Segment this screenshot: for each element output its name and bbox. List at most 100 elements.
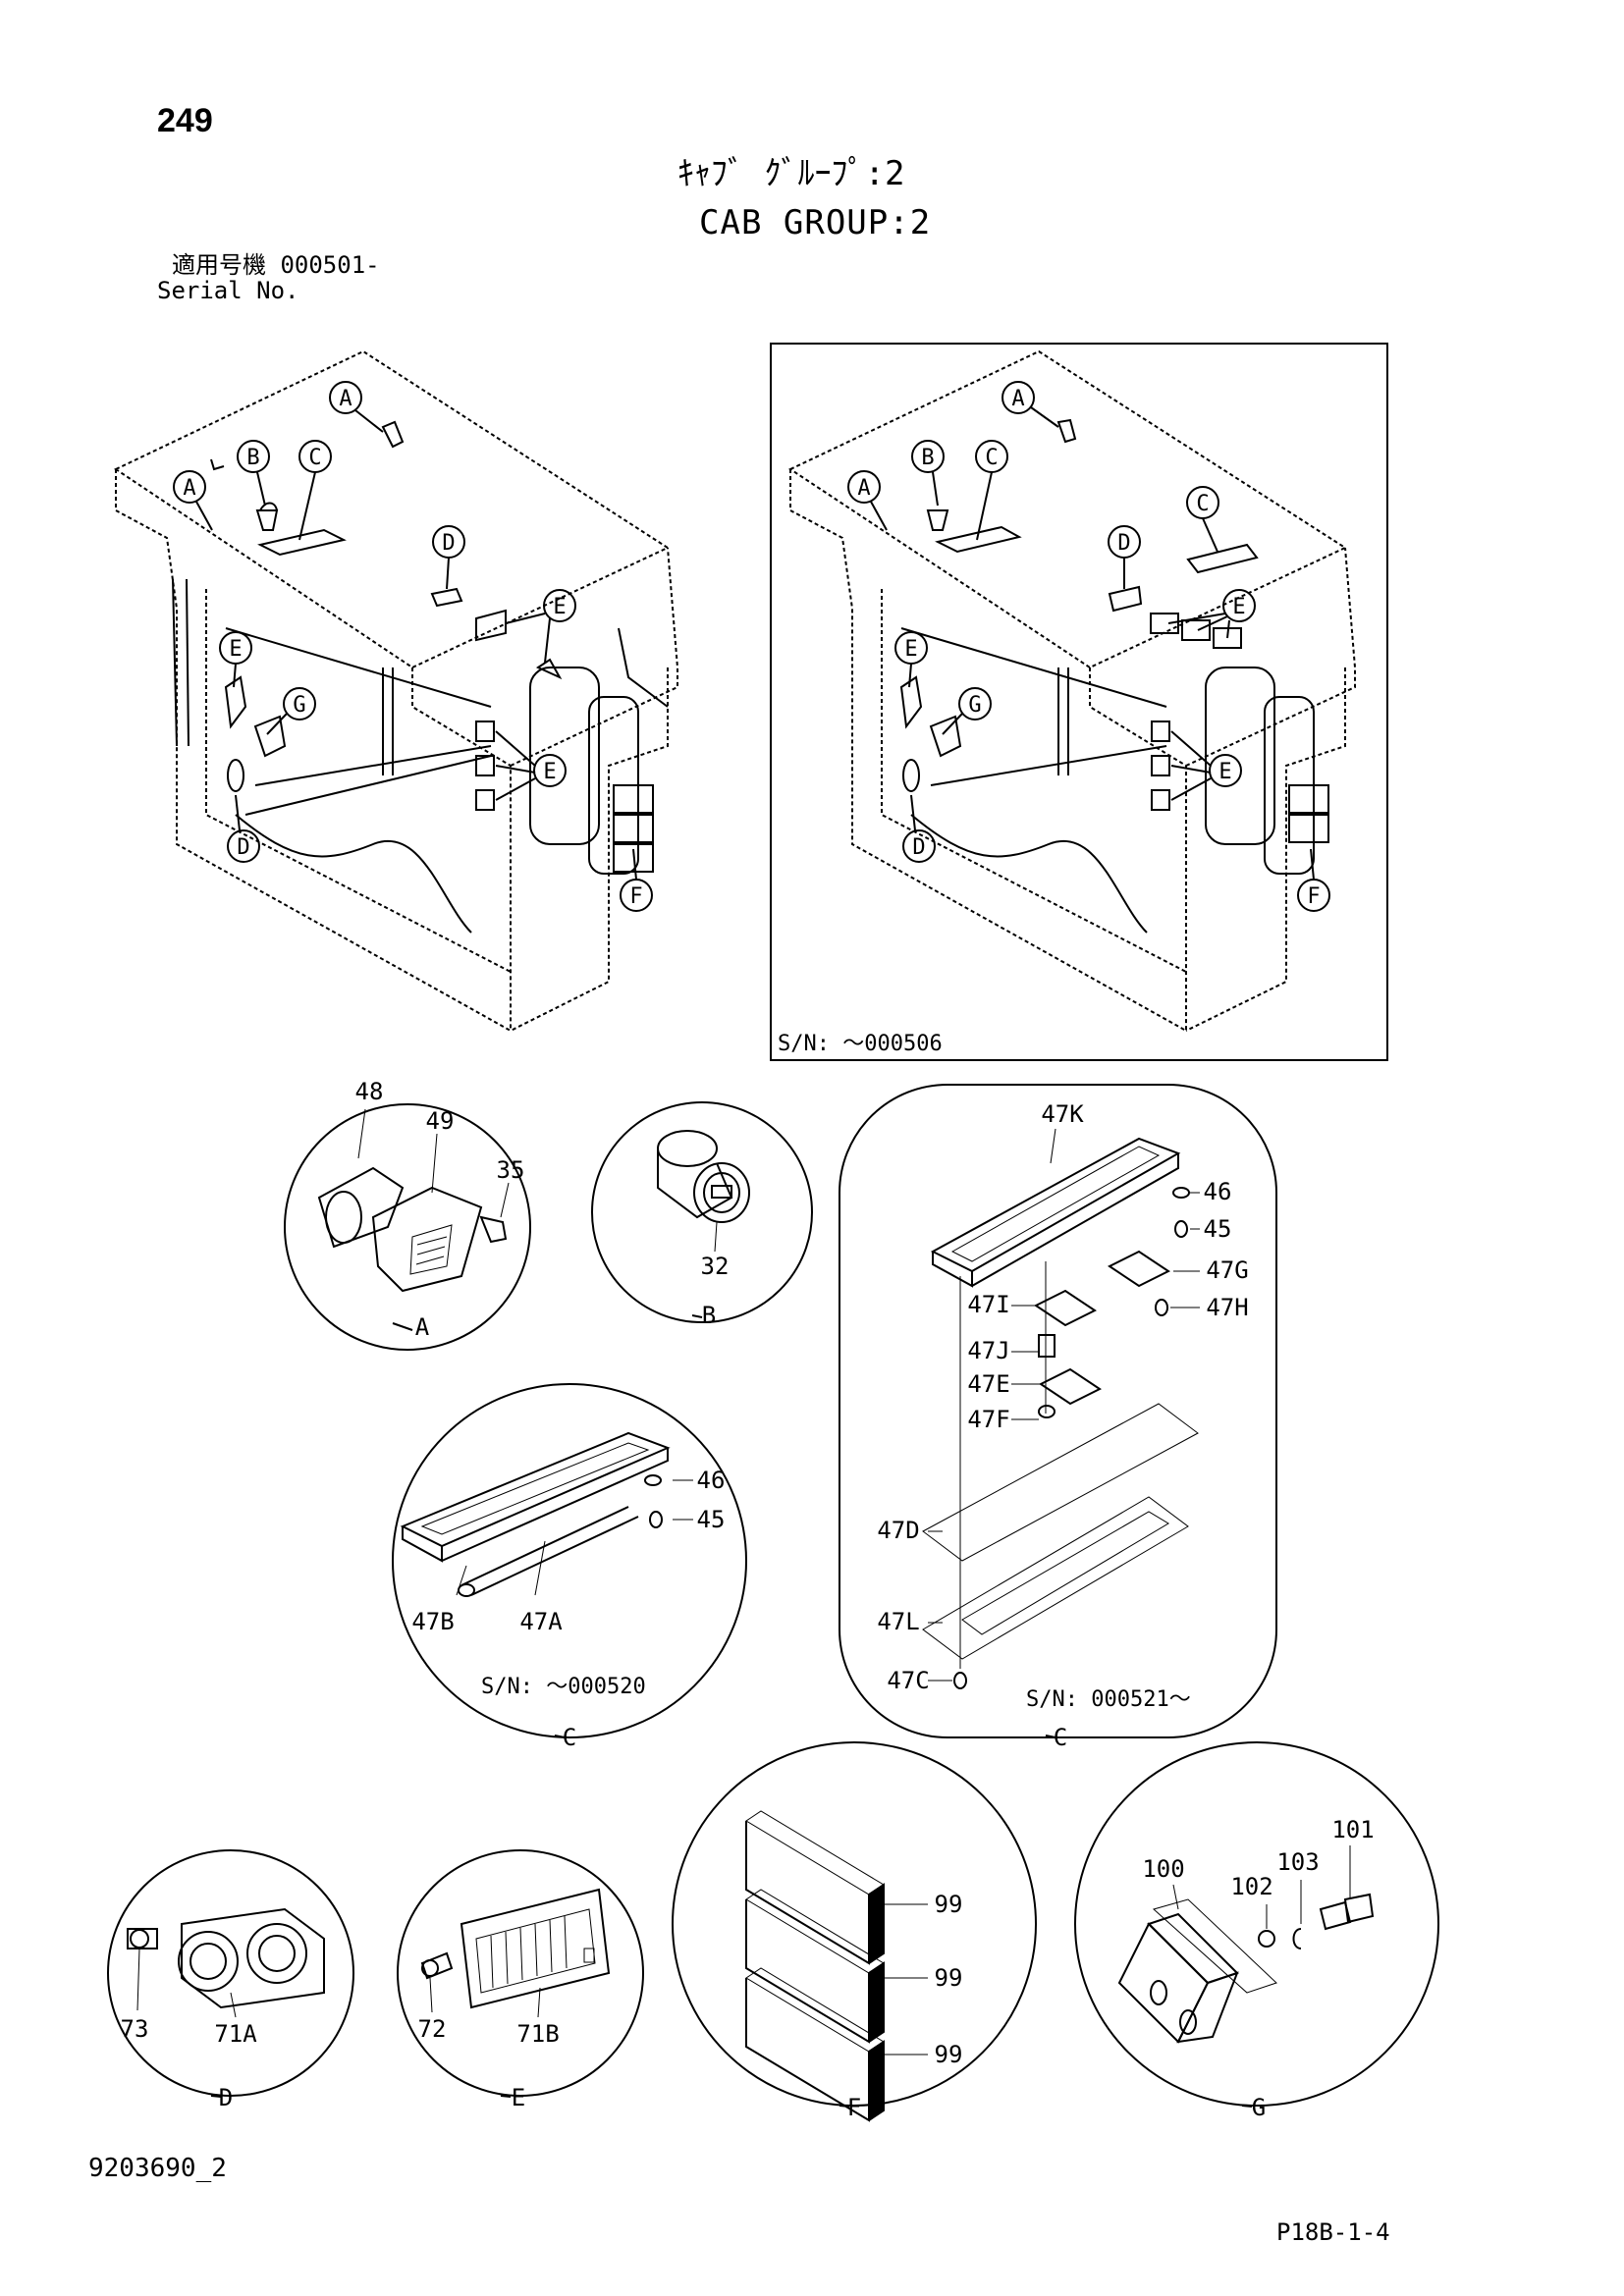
detail-C-new-part-47L: 47L <box>877 1608 919 1635</box>
detail-F-label: F <box>847 2094 861 2121</box>
detail-C-old-part-47A: 47A <box>519 1608 563 1635</box>
inset-callout-G: G <box>942 687 992 735</box>
svg-text:C: C <box>308 446 321 470</box>
callout-E-1: E <box>505 589 576 664</box>
detail-G-part-103: 103 <box>1276 1848 1319 1876</box>
callout-C: C <box>298 440 332 541</box>
svg-text:D: D <box>1117 531 1130 556</box>
detail-C-new-part-47J: 47J <box>967 1337 1009 1364</box>
svg-text:E: E <box>543 760 556 784</box>
detail-G-part-101: 101 <box>1331 1816 1374 1843</box>
svg-text:E: E <box>553 595 566 619</box>
detail-F-part-99-1: 99 <box>935 1891 963 1918</box>
callout-B: B <box>237 440 270 507</box>
detail-C-new-part-47G: 47G <box>1206 1256 1248 1284</box>
callout-G: G <box>266 687 316 735</box>
inset-serial-note: S/N: ～000506 <box>778 1032 943 1056</box>
cab-inset-drawing <box>787 349 1356 1032</box>
svg-text:F: F <box>1307 884 1320 909</box>
detail-G-label: G <box>1252 2094 1266 2121</box>
detail-E-part-71B: 71B <box>516 2020 559 2048</box>
svg-text:B: B <box>921 446 934 470</box>
page-number: 249 <box>157 102 213 139</box>
svg-text:G: G <box>968 693 981 718</box>
detail-D-label: D <box>219 2084 233 2111</box>
inset-callout-A-2: A <box>847 470 888 531</box>
detail-G: 100 102 103 101 G <box>1074 1741 1439 2121</box>
detail-G-part-100: 100 <box>1142 1855 1184 1883</box>
detail-F: 99 99 99 F <box>672 1741 1037 2122</box>
inset-callout-C-2: C <box>1186 486 1219 553</box>
detail-B-label: B <box>702 1302 716 1329</box>
svg-text:E: E <box>1232 595 1245 619</box>
svg-text:E: E <box>229 637 242 662</box>
svg-text:B: B <box>246 446 259 470</box>
detail-C-new-part-47D: 47D <box>877 1517 919 1544</box>
callout-E-3: E <box>495 730 567 801</box>
inset-callout-E-2: E <box>894 631 928 688</box>
title-japanese: ｷｬﾌﾞ ｸﾞﾙｰﾌﾟ:2 <box>677 154 905 193</box>
svg-text:D: D <box>912 835 925 860</box>
detail-B-part-32: 32 <box>701 1253 730 1280</box>
svg-text:A: A <box>857 476 870 501</box>
detail-F-part-99-3: 99 <box>935 2041 963 2068</box>
detail-C-new-part-47E: 47E <box>967 1370 1009 1398</box>
detail-G-part-102: 102 <box>1230 1873 1272 1900</box>
serial-label-japanese: 適用号機 000501- <box>172 251 380 279</box>
callout-A-1: A <box>329 381 384 433</box>
callout-D-2: D <box>227 794 260 863</box>
svg-text:F: F <box>629 884 642 909</box>
callout-A-2: A <box>173 470 213 531</box>
page-code: P18B-1-4 <box>1276 2218 1390 2246</box>
detail-C-new-part-47C: 47C <box>887 1667 929 1694</box>
detail-F-part-99-2: 99 <box>935 1964 963 1992</box>
detail-B: 32 B <box>591 1101 813 1329</box>
svg-text:A: A <box>1011 387 1024 411</box>
inset-callout-F: F <box>1297 848 1330 912</box>
detail-C-old-label: C <box>563 1724 576 1751</box>
drawing-number: 9203690_2 <box>88 2154 227 2183</box>
callout-F: F <box>620 848 653 912</box>
detail-E: 72 71B E <box>397 1849 644 2111</box>
svg-text:C: C <box>1196 492 1209 516</box>
detail-C-old: 46 45 47B 47A S/N: ～000520 C <box>392 1383 747 1751</box>
detail-C-new-label: C <box>1054 1724 1067 1751</box>
inset-callout-A-1: A <box>1001 381 1059 428</box>
detail-A-label: A <box>415 1313 430 1341</box>
inset-callout-E-3: E <box>1170 730 1242 801</box>
svg-text:E: E <box>904 637 917 662</box>
detail-C-old-serial: S/N: ～000520 <box>481 1675 646 1699</box>
svg-text:A: A <box>339 387 352 411</box>
callouts-main: A A B C D E E G E D F <box>173 381 653 912</box>
detail-C-old-part-46: 46 <box>697 1467 726 1494</box>
title-english: CAB GROUP:2 <box>699 203 932 242</box>
detail-A: 48 49 35 A <box>284 1078 531 1351</box>
svg-text:E: E <box>1218 760 1231 784</box>
serial-label-english: Serial No. <box>157 277 299 304</box>
callout-D-1: D <box>432 525 465 590</box>
cab-main-drawing <box>113 349 678 1032</box>
svg-text:G: G <box>293 693 305 718</box>
detail-C-new-part-46: 46 <box>1204 1178 1232 1205</box>
detail-C-new-part-47F: 47F <box>967 1406 1009 1433</box>
inset-callout-C-1: C <box>975 440 1008 541</box>
svg-text:D: D <box>442 531 455 556</box>
detail-C-new-part-47I: 47I <box>967 1291 1009 1318</box>
detail-C-new: 47K 46 45 47G 47I 47H 47J 47E 47F 47D 47… <box>839 1084 1277 1751</box>
detail-C-old-part-45: 45 <box>697 1506 726 1533</box>
detail-C-new-part-47H: 47H <box>1206 1294 1248 1321</box>
callout-E-2: E <box>219 631 252 688</box>
svg-text:C: C <box>985 446 998 470</box>
detail-A-part-48: 48 <box>355 1078 384 1105</box>
inset-callout-D-1: D <box>1108 525 1141 589</box>
detail-D: 73 71A D <box>107 1849 354 2111</box>
detail-C-old-part-47B: 47B <box>411 1608 454 1635</box>
detail-D-part-71A: 71A <box>214 2020 257 2048</box>
detail-E-part-72: 72 <box>418 2015 447 2043</box>
detail-A-part-49: 49 <box>426 1107 455 1135</box>
detail-E-label: E <box>512 2084 525 2111</box>
inset-callout-B: B <box>911 440 945 507</box>
inset-frame <box>770 343 1388 1061</box>
detail-A-part-35: 35 <box>497 1156 525 1184</box>
